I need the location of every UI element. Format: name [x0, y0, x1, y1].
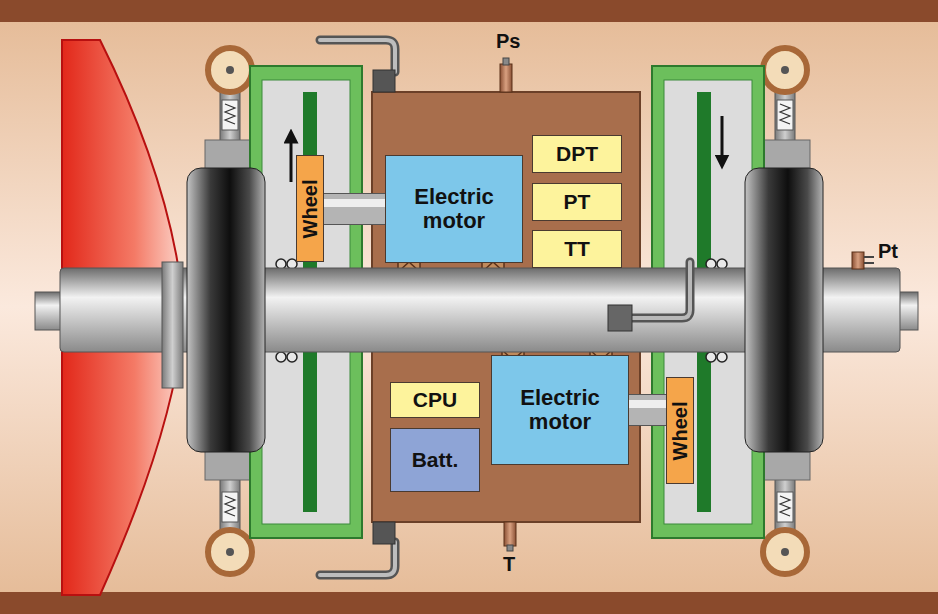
- sensor-box: PT: [532, 183, 622, 221]
- cpu-box: CPU: [390, 382, 480, 418]
- box-label: DPT: [556, 142, 598, 165]
- box-label: Wheel: [669, 401, 691, 460]
- wheel-box: Wheel: [296, 155, 324, 262]
- box-label: Electric motor: [386, 185, 522, 233]
- box-label: CPU: [413, 388, 457, 411]
- sensor-box: TT: [532, 230, 622, 268]
- motor-box: Electric motor: [385, 155, 523, 263]
- motor-shaft: [629, 395, 666, 425]
- box-label: PT: [564, 190, 591, 213]
- wheel-box: Wheel: [666, 377, 694, 484]
- signal-label: T: [503, 553, 515, 575]
- box-label: Batt.: [412, 448, 459, 471]
- box-label: Wheel: [299, 179, 321, 238]
- shaft-outline: [324, 193, 385, 225]
- shaft-outline: [629, 394, 666, 426]
- box-label: Electric motor: [492, 386, 628, 434]
- shaft-highlight: [324, 199, 385, 207]
- motor-shaft: [324, 194, 385, 224]
- motor-box: Electric motor: [491, 355, 629, 465]
- battery-box: Batt.: [390, 428, 480, 492]
- sensor-box: DPT: [532, 135, 622, 173]
- signal-label: Ps: [496, 30, 520, 52]
- box-label: TT: [564, 237, 590, 260]
- signal-label: Pt: [878, 240, 898, 262]
- shaft-highlight: [629, 400, 666, 408]
